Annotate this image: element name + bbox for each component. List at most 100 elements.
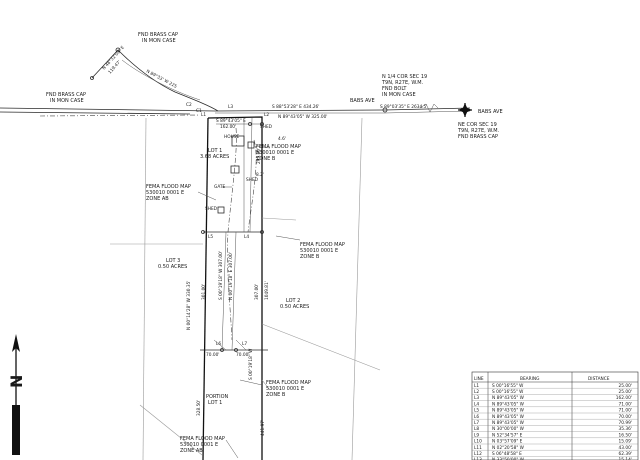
monument-label: T9N, R27E, W.M.: [457, 128, 500, 134]
table-cell-bearing: N 89°43'05" W: [492, 414, 525, 420]
table-cell-bearing: N 89°43'05" W: [492, 420, 525, 426]
bearing-label: S 00°19'18" W: [248, 348, 254, 380]
road-labels: BABS AVE BABS AVE: [350, 98, 503, 115]
lot-label: PORTION: [206, 394, 229, 400]
lot-labels: LOT 1 3.68 ACRES LOT 2 0.50 ACRES LOT 3 …: [158, 148, 309, 406]
table-cell-distance: 71.00': [619, 408, 632, 414]
table-cell-bearing: N 33°50'00" W: [492, 457, 525, 460]
table-cell-bearing: N 89°43'05" W: [492, 408, 525, 414]
shed-footprint: [217, 206, 225, 214]
ne-corner-symbol: [458, 103, 472, 117]
parcel-outline: [200, 116, 268, 460]
bearing-label: N 89°43'05" W 325.00': [278, 114, 328, 120]
bearing-label: S 88°53'28" E 434.26': [272, 104, 319, 110]
table-cell-distance: 35.36': [619, 426, 632, 432]
bearing-labels: N 48°32'03" E 119.47' N 89°33' W 225 S 8…: [101, 45, 427, 436]
table-cell-distance: 15.14': [619, 457, 632, 460]
structure-label: HOUSE: [224, 134, 239, 140]
line-labels: C1 C2 L1 L2 L3 L4 L5 L6 L7: [186, 102, 269, 347]
bearing-label: S 89°43'05" E: [216, 118, 246, 124]
monument-label: IN MON CASE: [382, 92, 416, 98]
road-label: BABS AVE: [350, 98, 375, 104]
table-cell-bearing: S 06°48'58" E: [492, 451, 522, 457]
lot-label: LOT 2: [286, 298, 300, 304]
lot-label: LOT 1: [208, 400, 222, 406]
table-cell-line: L1: [474, 383, 479, 389]
table-cell-distance: 15.09': [619, 439, 632, 445]
line-label: L3: [228, 104, 233, 110]
house-footprint: [231, 135, 245, 147]
table-header: BEARING: [520, 376, 539, 382]
distance-label: 328.50': [196, 400, 202, 416]
monument-label: FND BOLT: [382, 86, 407, 92]
line-label: C1: [196, 108, 202, 114]
north-arrow-icon: [12, 334, 20, 352]
structure-label: SHED: [205, 206, 218, 212]
flood-label: 530010 0001 E: [180, 442, 218, 448]
monument-label: FND BRASS CAP: [458, 134, 498, 140]
monument-label: T9N, R27E, W.M.: [381, 80, 424, 86]
flood-label: 530010 0001 E: [146, 190, 184, 196]
table-cell-distance: 16.50': [619, 432, 632, 438]
structure-labels: HOUSE SHED SHED SHED GATE 4.6' 8.2': [205, 124, 286, 212]
monument-label: IN MON CASE: [142, 38, 176, 44]
brass-cap-monument: [90, 76, 94, 80]
structure-label: GATE: [214, 184, 226, 190]
table-cell-distance: 25.00': [619, 383, 632, 389]
table-cell-distance: 62.39': [619, 451, 632, 457]
table-cell-distance: 25.00': [619, 389, 632, 395]
table-cell-line: L12: [474, 451, 482, 457]
bearing-label: N 00°19'18" E 307.00': [228, 252, 234, 300]
flood-label: FEMA FLOOD MAP: [256, 144, 301, 150]
bearing-label: N 00°14'28" W 330.35': [186, 281, 192, 331]
monument-label: NE COR SEC 19: [458, 122, 497, 128]
table-header: DISTANCE: [588, 376, 610, 382]
table-cell-line: L6: [474, 414, 479, 420]
structure-label: SHED: [246, 177, 259, 183]
table-header: LINE: [474, 376, 484, 382]
line-label: L5: [208, 234, 213, 240]
flood-label: FEMA FLOOD MAP: [300, 242, 345, 248]
table-cell-bearing: N 03°57'09" E: [492, 439, 523, 445]
table-cell-line: L9: [474, 432, 479, 438]
distance-label: 70.00': [236, 352, 249, 358]
table-cell-line: L11: [474, 445, 482, 451]
brass-cap-monument: [115, 47, 121, 53]
table-cell-line: L3: [474, 395, 479, 401]
line-label: L7: [242, 341, 247, 347]
shed-footprint: [247, 141, 255, 149]
line-label: L6: [216, 341, 221, 347]
flood-label: ZONE B: [266, 392, 286, 398]
bearing-label: N 89°33' W 225: [145, 68, 178, 89]
table-cell-bearing: S 00°16'55" W: [492, 389, 524, 395]
flood-label: 530010 0001 E: [300, 248, 338, 254]
monument-label: N 1/4 COR SEC 19: [382, 74, 427, 80]
flood-label: ZONE B: [256, 156, 276, 162]
table-cell-distance: 43.00': [619, 445, 632, 451]
shed-footprint: [230, 165, 240, 174]
bolt-monument: [382, 107, 388, 113]
section-line: [0, 103, 471, 117]
monument-label: FND BRASS CAP: [46, 92, 86, 98]
offset-label: 8.2': [256, 172, 264, 178]
flood-label: ZONE AB: [180, 448, 203, 454]
flood-label: FEMA FLOOD MAP: [266, 380, 311, 386]
lot-label: 0.50 ACRES: [158, 264, 187, 270]
table-cell-distance: 70.99': [619, 420, 632, 426]
distance-label: 301.00': [201, 284, 207, 300]
line-label: L1: [201, 112, 206, 118]
line-label: L2: [264, 112, 269, 118]
flood-label: 530010 0001 E: [256, 150, 294, 156]
distance-label: 295.00': [256, 148, 262, 164]
table-cell-distance: 71.00': [619, 401, 632, 407]
flood-zone-boundary: [227, 127, 257, 341]
flood-label: ZONE AB: [146, 196, 169, 202]
leader-lines: [197, 145, 301, 459]
line-table: LINE BEARING DISTANCE L1 S 00°16'55" W 25.…: [471, 371, 639, 460]
road-label: BABS AVE: [478, 109, 503, 115]
table-cell-bearing: N 52°34'57" E: [492, 432, 523, 438]
table-cell-line: L8: [474, 426, 479, 432]
lot-label: 3.68 ACRES: [200, 154, 229, 160]
